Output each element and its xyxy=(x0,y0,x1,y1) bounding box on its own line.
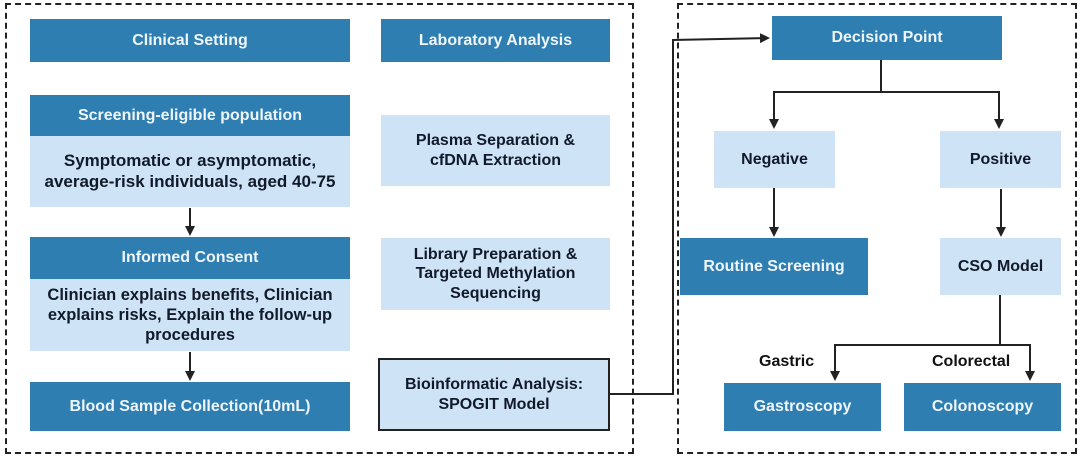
colonoscopy-box: Colonoscopy xyxy=(904,383,1061,431)
blood-sample-box: Blood Sample Collection(10mL) xyxy=(30,382,350,431)
negative-box: Negative xyxy=(714,131,835,188)
plasma-box: Plasma Separation & cfDNA Extraction xyxy=(381,115,610,186)
bioinformatic-box: Bioinformatic Analysis: SPOGIT Model xyxy=(378,358,610,431)
library-box: Library Preparation & Targeted Methylati… xyxy=(381,238,610,310)
gastric-label: Gastric xyxy=(759,353,815,370)
positive-box: Positive xyxy=(940,131,1061,188)
population-title: Screening-eligible population xyxy=(30,95,350,136)
consent-title: Informed Consent xyxy=(30,237,350,279)
colorectal-label: Colorectal xyxy=(932,353,1011,370)
decision-point-header: Decision Point xyxy=(772,16,1002,60)
clinical-setting-header: Clinical Setting xyxy=(30,19,350,62)
gastroscopy-box: Gastroscopy xyxy=(724,383,881,431)
cso-model-box: CSO Model xyxy=(940,238,1061,295)
population-body: Symptomatic or asymptomatic, average-ris… xyxy=(30,136,350,207)
consent-body: Clinician explains benefits, Clinician e… xyxy=(30,279,350,351)
laboratory-header: Laboratory Analysis xyxy=(381,19,610,62)
routine-screening-box: Routine Screening xyxy=(680,238,868,295)
